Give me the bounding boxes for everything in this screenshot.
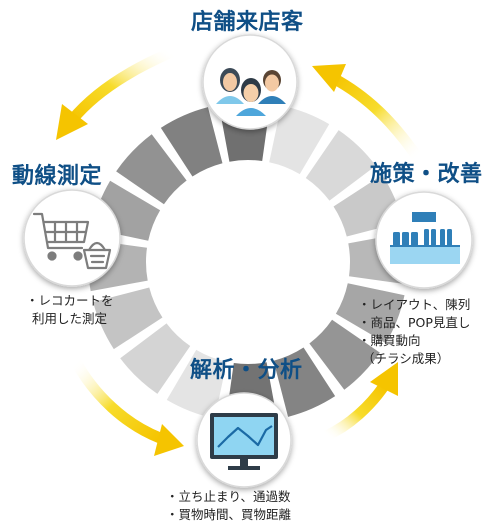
ring-segment — [335, 283, 405, 344]
node-improve — [375, 191, 473, 289]
ring-segment — [305, 130, 376, 201]
notes-analysis: ・立ち止まり、通過数 ・買物時間、買物距離 — [166, 488, 291, 524]
ring-segment — [166, 349, 227, 419]
ring-segment — [269, 105, 330, 175]
note-line: （チラシ成果） — [362, 351, 450, 366]
notes-measure: ・レコカートを 利用した測定 — [26, 292, 114, 328]
arrow-visitors-to-measure — [56, 46, 178, 140]
title-improve: 施策・改善 — [370, 162, 483, 187]
ring-segment — [309, 319, 380, 390]
ring-segment — [273, 347, 336, 417]
monitor-chart-icon — [210, 413, 278, 470]
note-line: ・レイアウト、陳列 — [358, 297, 471, 312]
notes-improve: ・レイアウト、陳列 ・商品、POP見直し ・購買動向 （チラシ成果） — [358, 296, 470, 368]
shopping-cart-icon — [32, 212, 112, 270]
note-line: ・立ち止まり、通過数 — [166, 489, 291, 504]
title-visitors: 店舗来店客 — [191, 10, 304, 35]
title-analysis: 解析・分析 — [190, 358, 303, 383]
node-measure — [23, 189, 121, 287]
note-line: ・商品、POP見直し — [358, 315, 471, 330]
note-line: 利用した測定 — [32, 311, 108, 326]
note-line: ・買物時間、買物距離 — [166, 507, 292, 522]
ring-segment — [160, 107, 223, 177]
note-line: ・購買動向 — [358, 333, 421, 348]
customers-group-icon — [216, 68, 286, 116]
arrow-analysis-to-improve — [320, 362, 398, 442]
title-measure: 動線測定 — [12, 164, 103, 189]
node-visitors — [202, 34, 298, 130]
store-shelf-icon — [390, 212, 460, 264]
ring-segment — [116, 134, 187, 205]
note-line: ・レコカートを — [26, 293, 114, 308]
node-analysis — [196, 392, 292, 488]
arrow-improve-to-visitors — [312, 64, 424, 164]
ring-segment — [120, 323, 191, 394]
ring-segment — [93, 287, 163, 350]
arrow-measure-to-analysis — [70, 356, 184, 456]
